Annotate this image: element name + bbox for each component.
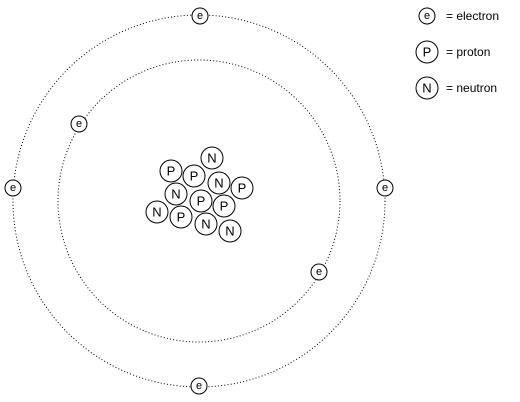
- neutron: N: [164, 182, 188, 206]
- svg-text:e: e: [382, 182, 388, 194]
- svg-text:e: e: [76, 118, 82, 130]
- svg-text:P: P: [220, 199, 229, 214]
- svg-text:N: N: [207, 151, 216, 166]
- electron-inner-upper-left: e: [70, 115, 88, 133]
- svg-text:P: P: [197, 194, 206, 209]
- neutron-icon: [415, 76, 439, 100]
- svg-text:N: N: [152, 205, 161, 220]
- svg-text:P: P: [190, 169, 199, 184]
- neutron: N: [207, 171, 231, 195]
- neutron: N: [200, 146, 224, 170]
- legend: e = electron P = proton N = neutron: [415, 7, 499, 100]
- electron-outer-bottom: e: [190, 377, 208, 395]
- legend-electron-label: = electron: [446, 9, 499, 23]
- svg-text:N: N: [171, 187, 180, 202]
- neutron: N: [194, 212, 218, 236]
- electron-icon: [418, 7, 436, 25]
- legend-neutron-label: = neutron: [446, 81, 497, 95]
- svg-text:P: P: [167, 164, 176, 179]
- proton: P: [230, 176, 254, 200]
- legend-proton: P = proton: [415, 40, 490, 64]
- svg-text:e: e: [10, 182, 16, 194]
- legend-proton-label: = proton: [446, 45, 490, 59]
- electron-outer-left: e: [4, 179, 22, 197]
- legend-electron: e = electron: [418, 7, 499, 25]
- nucleus: N P P P N N P P: [145, 146, 254, 243]
- electron-outer-right: e: [376, 179, 394, 197]
- legend-neutron: N = neutron: [415, 76, 497, 100]
- svg-text:e: e: [196, 380, 202, 392]
- svg-text:N: N: [422, 81, 431, 96]
- svg-text:e: e: [197, 10, 203, 22]
- svg-text:N: N: [201, 217, 210, 232]
- electron-inner-lower-right: e: [310, 263, 328, 281]
- proton-icon: [415, 40, 439, 64]
- svg-text:P: P: [238, 181, 247, 196]
- inner-orbit: [57, 59, 341, 343]
- proton: P: [159, 159, 183, 183]
- svg-text:e: e: [424, 10, 430, 22]
- proton: P: [212, 194, 236, 218]
- proton: P: [189, 189, 213, 213]
- svg-text:e: e: [316, 266, 322, 278]
- svg-text:P: P: [177, 210, 186, 225]
- proton: P: [182, 164, 206, 188]
- svg-text:P: P: [423, 45, 432, 60]
- proton: P: [169, 205, 193, 229]
- svg-text:N: N: [214, 176, 223, 191]
- neutron: N: [218, 219, 242, 243]
- neutron: N: [145, 200, 169, 224]
- electron-outer-top: e: [191, 7, 209, 25]
- svg-text:N: N: [225, 224, 234, 239]
